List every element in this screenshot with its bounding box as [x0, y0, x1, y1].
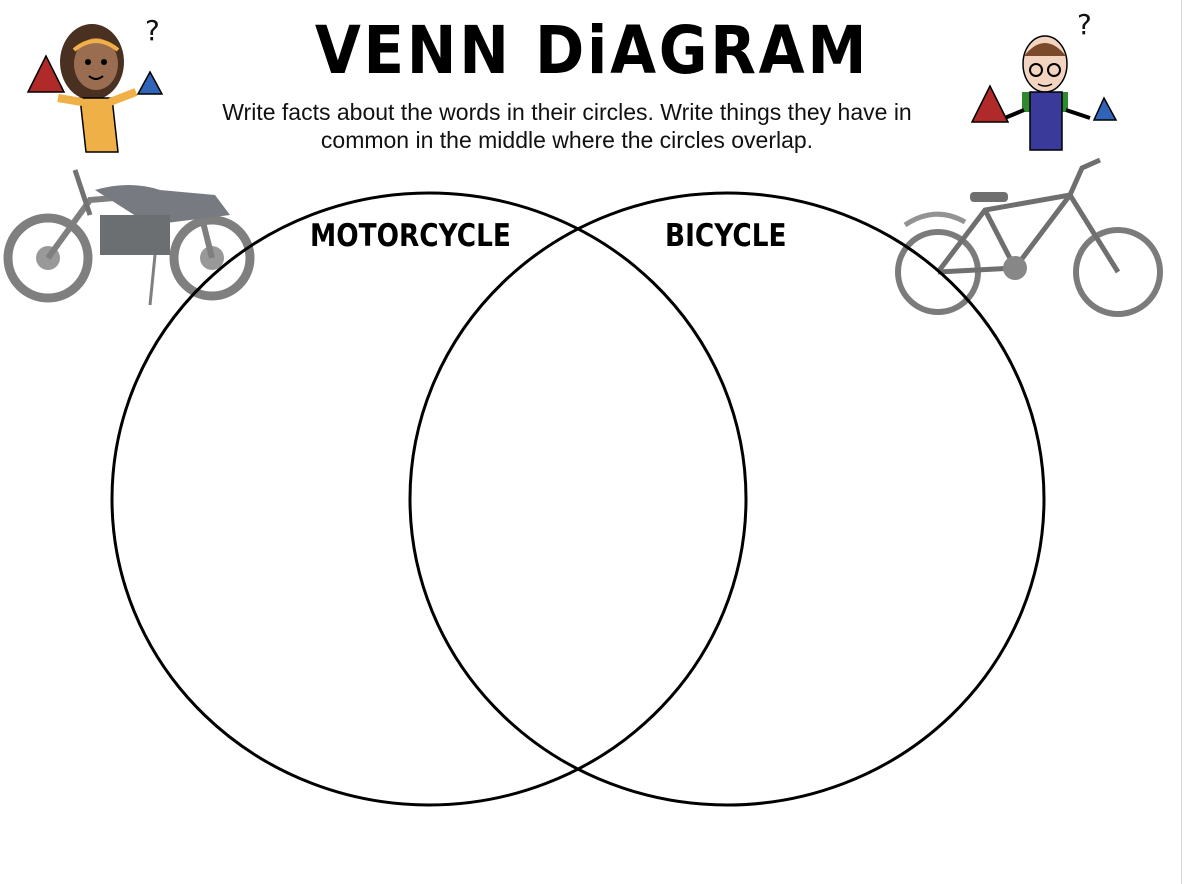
boy-thinking-icon: ?	[970, 8, 1118, 151]
page-edge	[1181, 0, 1182, 884]
motorcycle-image	[3, 169, 255, 306]
svg-text:?: ?	[145, 14, 160, 47]
svg-text:?: ?	[1077, 8, 1092, 41]
page-title: VENN DiAGRAM	[314, 12, 870, 89]
left-circle-label: MOTORCYCLE	[310, 218, 511, 254]
instructions: Write facts about the words in their cir…	[222, 99, 912, 153]
right-circle-label: BICYCLE	[665, 218, 787, 254]
girl-thinking-icon: ?	[26, 14, 164, 153]
left-circle	[110, 191, 748, 807]
right-circle	[408, 191, 1046, 807]
bicycle-image	[895, 157, 1163, 317]
